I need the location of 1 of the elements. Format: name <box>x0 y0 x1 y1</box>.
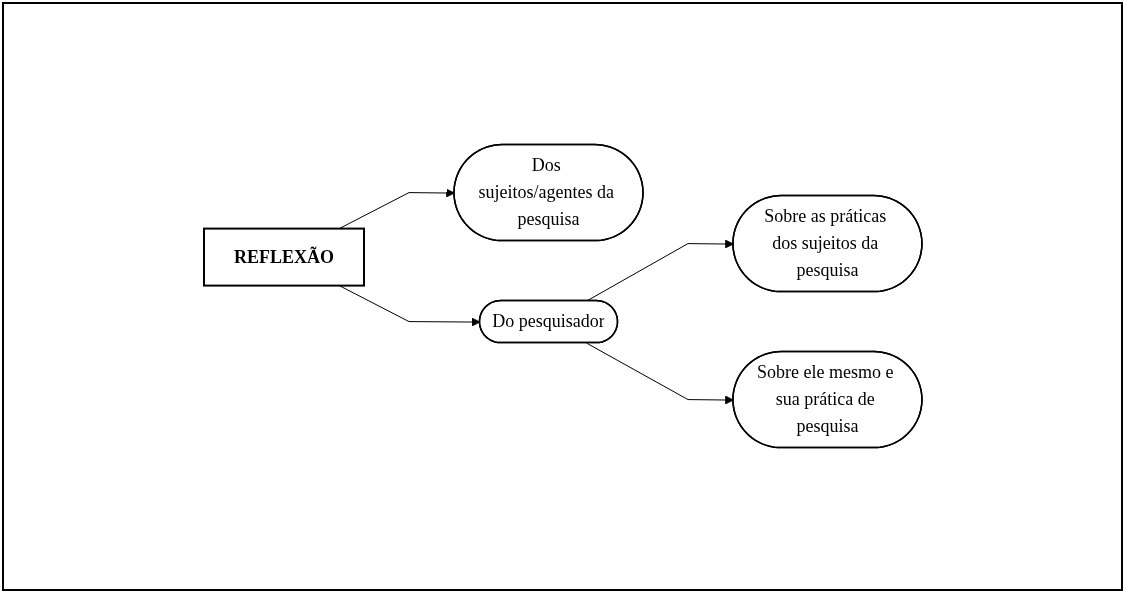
node-box: REFLEXÃO <box>202 228 365 287</box>
